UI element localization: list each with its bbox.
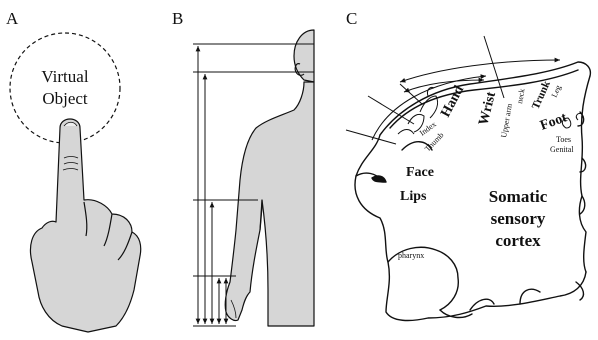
panel-b: B	[172, 9, 314, 326]
label-lips: Lips	[400, 189, 427, 204]
body-part-labels: Hand Wrist Upper arm neck Trunk Leg Foot…	[398, 78, 574, 260]
label-pharynx: pharynx	[398, 251, 424, 260]
label-hand: Hand	[438, 83, 467, 120]
panel-a-label: A	[6, 9, 19, 28]
virtual-object-label-line1: Virtual	[41, 67, 88, 86]
label-upper-arm: Upper arm	[499, 102, 514, 138]
brain-cross-section-outline	[355, 62, 590, 320]
label-genital: Genital	[550, 145, 574, 154]
label-face: Face	[406, 165, 434, 180]
cortex-title: Somatic sensory cortex	[489, 187, 548, 250]
label-toes: Toes	[556, 135, 571, 144]
human-body-silhouette	[225, 30, 314, 326]
label-wrist: Wrist	[476, 90, 499, 127]
panel-a: A Virtual Object	[6, 9, 141, 332]
panel-c: C	[346, 9, 590, 320]
label-foot: Foot	[538, 110, 569, 134]
label-neck: neck	[515, 88, 526, 104]
cortex-title-line2: sensory	[491, 209, 546, 228]
virtual-object-label-line2: Object	[42, 89, 88, 108]
pointing-hand-drawing	[30, 119, 140, 332]
cortex-title-line1: Somatic	[489, 187, 548, 206]
panel-c-label: C	[346, 9, 357, 28]
panel-b-label: B	[172, 9, 183, 28]
cortex-title-line3: cortex	[495, 231, 541, 250]
